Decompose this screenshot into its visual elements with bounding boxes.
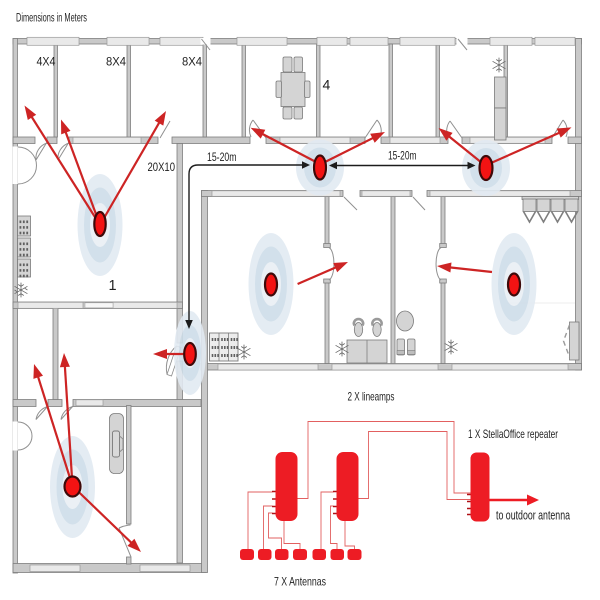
svg-text:1 X StellaOffice repeater: 1 X StellaOffice repeater [468, 427, 558, 441]
svg-text:4X4: 4X4 [37, 55, 56, 69]
svg-text:to outdoor antenna: to outdoor antenna [496, 508, 571, 523]
svg-text:15-20m: 15-20m [207, 152, 237, 164]
svg-text:8X4: 8X4 [106, 55, 126, 69]
svg-text:4: 4 [323, 77, 331, 93]
svg-text:20X10: 20X10 [148, 160, 176, 174]
svg-text:Dimensions in Meters: Dimensions in Meters [16, 13, 87, 25]
svg-text:1: 1 [109, 278, 117, 294]
svg-text:2 X lineamps: 2 X lineamps [348, 390, 395, 404]
svg-text:8X4: 8X4 [182, 55, 202, 69]
svg-text:15-20m: 15-20m [388, 151, 417, 163]
svg-text:7 X Antennas: 7 X Antennas [274, 575, 326, 589]
